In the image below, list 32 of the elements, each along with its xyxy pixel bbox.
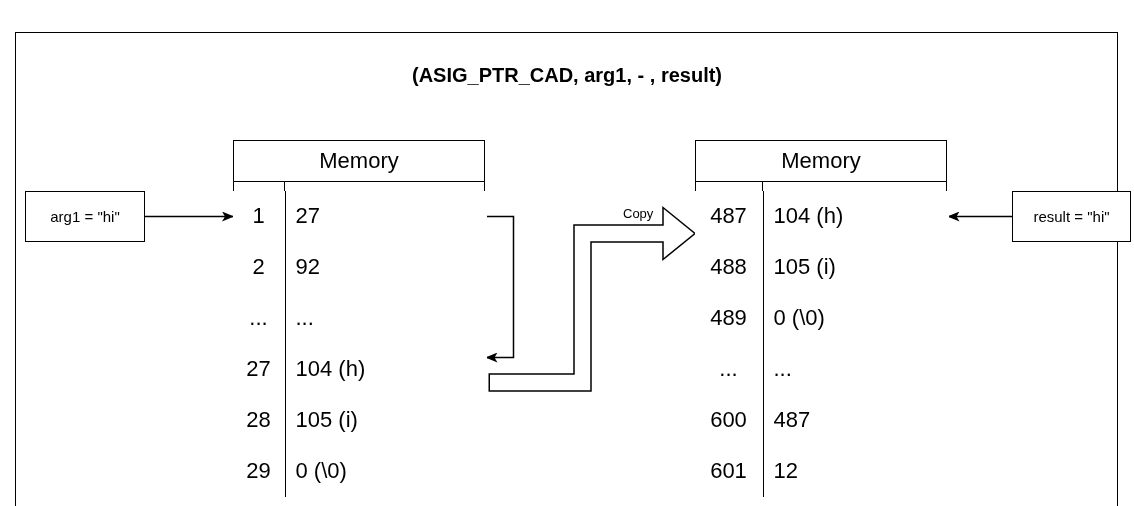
address-text: 489	[694, 292, 764, 344]
value-text: 92	[294, 253, 321, 281]
variable-box: arg1 = "hi"	[25, 191, 145, 242]
value-text: ...	[294, 304, 315, 332]
address-text: 1	[232, 190, 286, 242]
variable-box: result = "hi"	[1012, 191, 1131, 242]
value-text: ...	[772, 355, 793, 383]
value-text: 0 (\0)	[772, 304, 826, 332]
table-header: Memory	[781, 148, 861, 174]
diagram-title: (ASIG_PTR_CAD, arg1, - , result)	[410, 64, 724, 87]
address-text: 487	[694, 190, 764, 242]
address-text: ...	[232, 292, 286, 344]
address-text: 27	[232, 343, 286, 395]
value-text: 0 (\0)	[294, 457, 348, 485]
value-text: 12	[772, 457, 799, 485]
address-text: 600	[694, 394, 764, 446]
value-text: 27	[294, 202, 321, 230]
address-text: 488	[694, 241, 764, 293]
address-text: 28	[232, 394, 286, 446]
table-header: Memory	[319, 148, 399, 174]
value-text: 487	[772, 406, 812, 434]
value-text: 105 (i)	[294, 406, 359, 434]
address-text: 29	[232, 445, 286, 497]
address-text: 2	[232, 241, 286, 293]
edge-label: Copy	[623, 205, 654, 221]
arrow	[144, 211, 234, 222]
block-arrow	[488, 206, 696, 392]
value-text: 105 (i)	[772, 253, 837, 281]
address-text: ...	[694, 343, 764, 395]
address-text: 601	[694, 445, 764, 497]
value-text: 104 (h)	[772, 202, 845, 230]
value-text: 104 (h)	[294, 355, 367, 383]
